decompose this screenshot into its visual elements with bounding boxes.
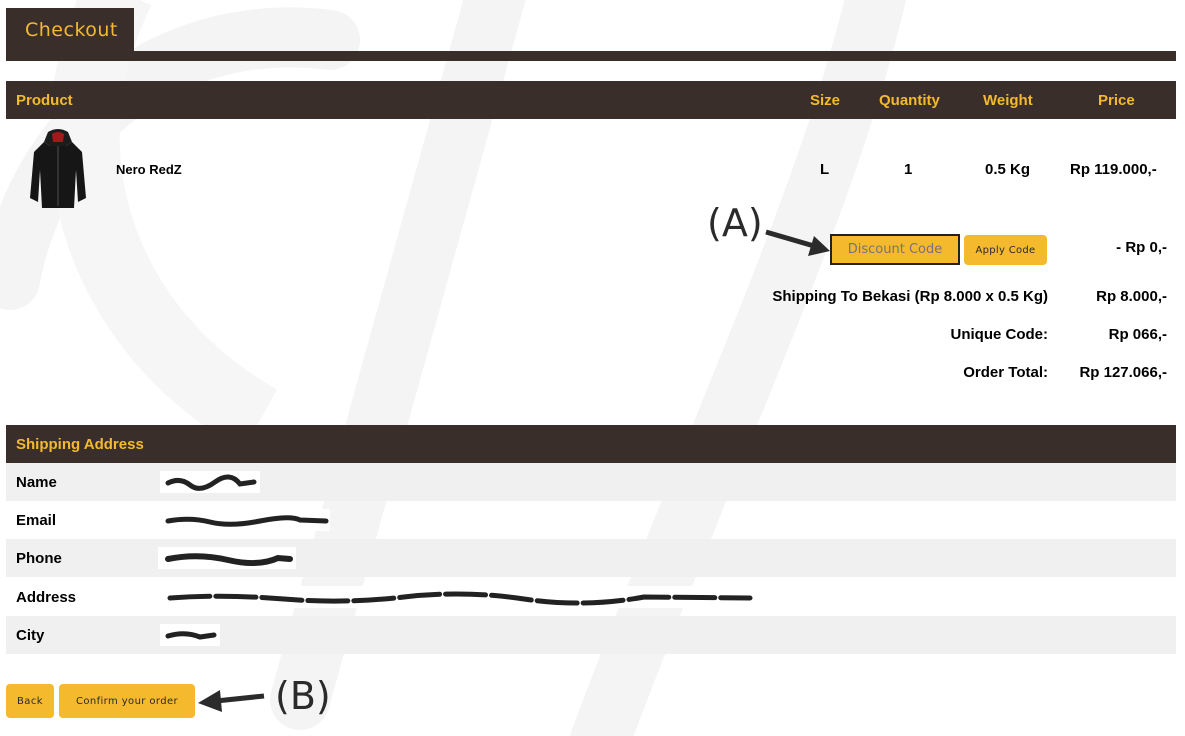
back-button[interactable]: Back <box>6 684 54 718</box>
field-label-phone: Phone <box>16 550 62 567</box>
field-label-address: Address <box>16 589 77 606</box>
redacted-city <box>160 624 220 646</box>
column-header-quantity: Quantity <box>879 92 940 109</box>
discount-code-input[interactable] <box>830 234 960 265</box>
shipping-label: Shipping To Bekasi (Rp 8.000 x 0.5 Kg) <box>772 288 1048 305</box>
tab-underline-bar <box>6 51 1176 61</box>
field-label-city: City <box>16 627 45 644</box>
shipping-address-title: Shipping Address <box>16 436 144 453</box>
field-label-name: Name <box>16 474 57 491</box>
apply-code-button[interactable]: Apply Code <box>964 235 1047 265</box>
address-row-email: Email <box>6 501 1176 539</box>
annotation-a-label: (A) <box>707 201 763 245</box>
redacted-name <box>160 471 260 493</box>
annotation-a-arrow-icon <box>765 229 830 256</box>
redacted-email <box>160 509 330 531</box>
confirm-order-button[interactable]: Confirm your order <box>59 684 195 718</box>
annotation-b-arrow-icon <box>198 690 265 712</box>
checkout-tab: Checkout <box>6 8 134 52</box>
column-header-size: Size <box>810 92 841 109</box>
product-table-header: Product Size Quantity Weight Price <box>6 81 1176 119</box>
product-weight: 0.5 Kg <box>985 161 1031 178</box>
column-header-price: Price <box>1098 92 1135 109</box>
unique-code-value: Rp 066,- <box>1108 326 1167 343</box>
unique-code-label: Unique Code: <box>950 326 1049 343</box>
shipping-address-header: Shipping Address <box>6 425 1176 463</box>
shipping-value: Rp 8.000,- <box>1096 288 1167 305</box>
address-row-city: City <box>6 616 1176 654</box>
address-row-name: Name <box>6 463 1176 501</box>
product-size: L <box>820 161 830 178</box>
checkout-title: Checkout <box>25 19 118 41</box>
product-name[interactable]: Nero RedZ <box>116 162 182 177</box>
column-header-weight: Weight <box>983 92 1033 109</box>
field-label-email: Email <box>16 512 57 529</box>
address-row-phone: Phone <box>6 539 1176 577</box>
product-image[interactable] <box>26 126 90 212</box>
product-price: Rp 119.000,- <box>1070 161 1157 178</box>
redacted-address <box>164 586 754 608</box>
order-total-value: Rp 127.066,- <box>1079 364 1167 381</box>
order-total-label: Order Total: <box>963 364 1048 381</box>
redacted-phone <box>158 547 296 569</box>
address-row-address: Address <box>6 578 1176 616</box>
discount-value: - Rp 0,- <box>1116 239 1167 256</box>
column-header-product: Product <box>16 92 73 109</box>
product-quantity: 1 <box>904 161 913 178</box>
annotation-b-label: (B) <box>275 674 331 718</box>
